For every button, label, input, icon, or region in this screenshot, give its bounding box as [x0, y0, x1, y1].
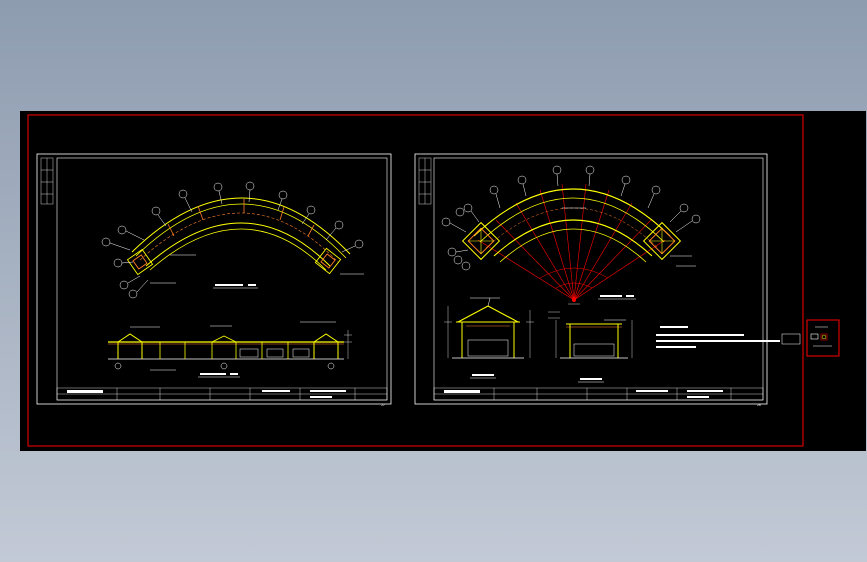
sheet-1-title-text: [67, 390, 346, 398]
sheet-2-outer-frame: [414, 153, 768, 405]
sheet-2-section-a-caption: [470, 374, 496, 379]
sheet-2-plan-caption: [598, 295, 636, 300]
sheet-1-plan-callouts: [101, 181, 364, 299]
sheet-1-plan-arc: [131, 197, 351, 271]
sheet-2-title-text: [444, 390, 723, 398]
sheet-1-plan-posts: [167, 199, 315, 237]
drawing-canvas[interactable]: [20, 111, 866, 451]
sheet-2-fan-center: [568, 298, 580, 305]
sheet-1-number: 27: [381, 403, 385, 407]
detail-thumbnail: [810, 326, 832, 347]
sheet-1-side-strip: [40, 157, 54, 205]
sheet-2-title-block: [433, 387, 764, 401]
sheet-1-elevation: [108, 330, 352, 360]
sheet-1-title-block: [56, 387, 388, 401]
sheet-1-plan-caption: [213, 284, 258, 289]
sheet-2[interactable]: 28: [414, 153, 801, 407]
sheet-2-radial-lines: [477, 183, 666, 301]
sheet-1-plan-pavilions: [126, 247, 342, 276]
sheet-2-side-strip: [418, 157, 432, 205]
sheet-1-outer-frame: [36, 153, 392, 405]
sheet-2-section-a: [444, 297, 534, 359]
sheet-2-plan-pavilions: [461, 221, 682, 261]
sheet-2-notes: [656, 326, 801, 348]
sheet-2-plan-callouts: [441, 165, 701, 271]
sheet-2-section-b: [548, 311, 633, 359]
sheet-2-number: 28: [757, 403, 761, 407]
detail-thumbnail-frame[interactable]: [806, 319, 840, 357]
sheet-1[interactable]: 27: [36, 153, 392, 407]
sheet-1-elevation-caption: [198, 373, 240, 378]
sheet-2-section-b-caption: [578, 378, 604, 383]
paper-border: [27, 114, 804, 447]
sheet-1-elevation-callouts: [114, 321, 336, 371]
